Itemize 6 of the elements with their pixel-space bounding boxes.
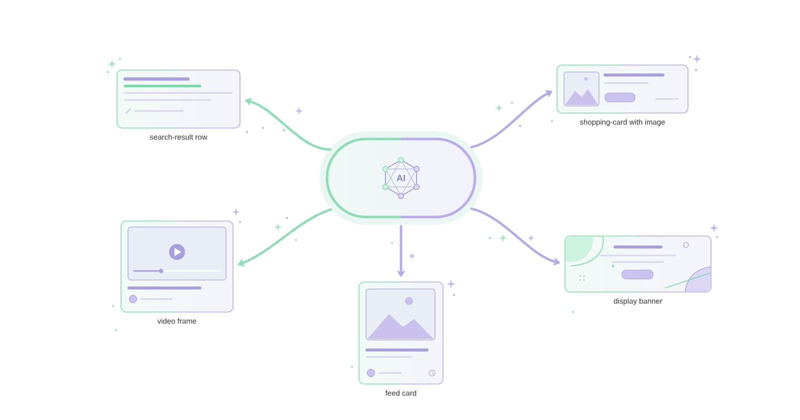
arrow [470,208,560,266]
pill-box: AI [320,132,482,224]
arrow [397,225,405,277]
arrow [470,90,552,148]
arrow [238,208,332,266]
arrow [245,98,332,151]
